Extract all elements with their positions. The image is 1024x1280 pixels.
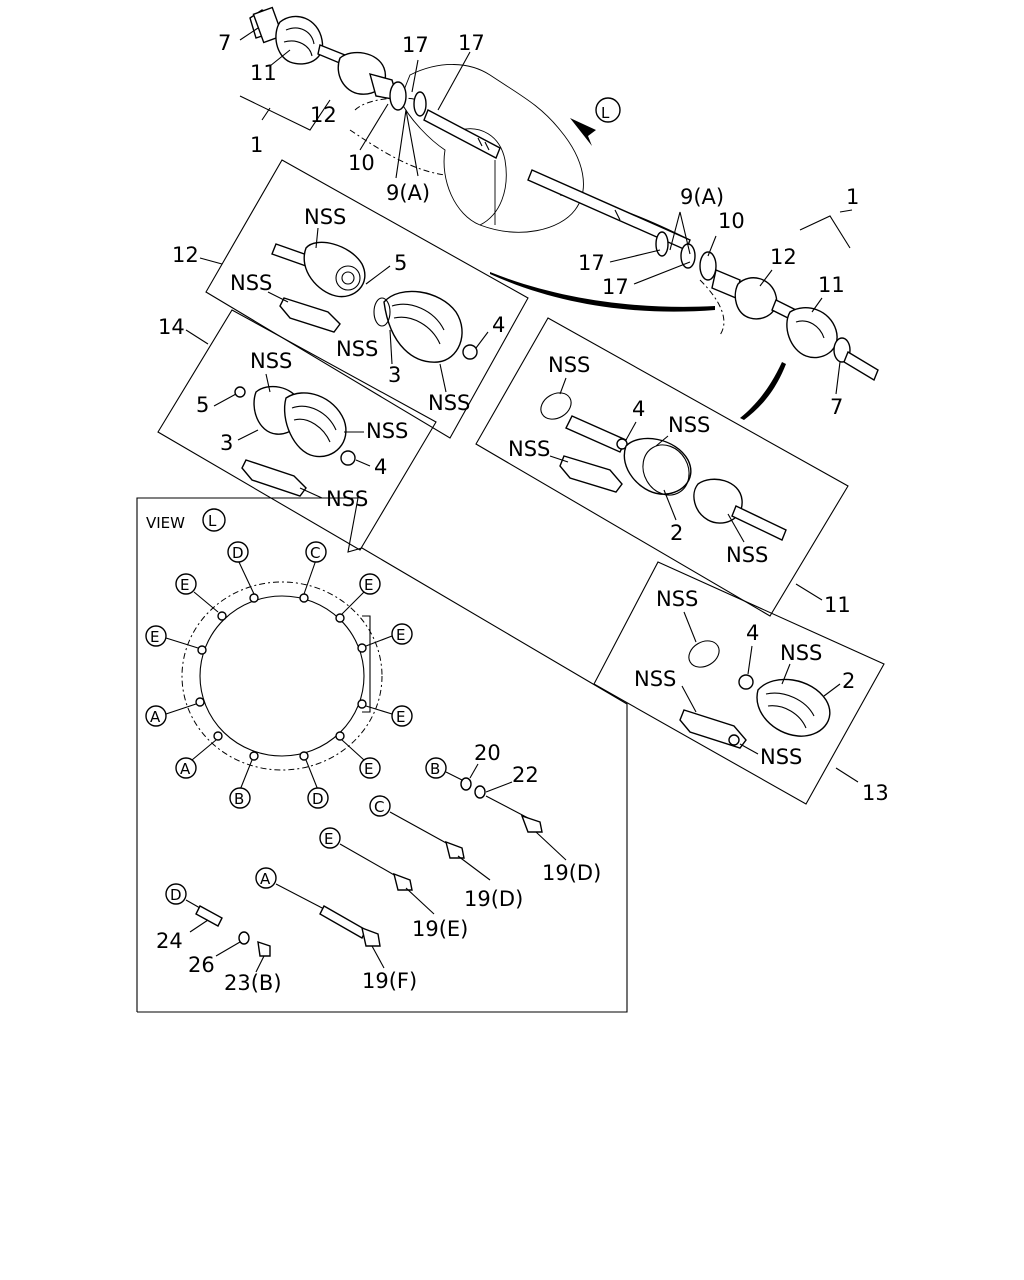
box-13: NSS 4 NSS 2 NSS NSS 13 (593, 561, 889, 805)
view-callout-d-1: D (232, 544, 244, 562)
box-12-nss-3: NSS (336, 337, 378, 361)
box-11-label: 11 (824, 593, 851, 617)
box-13-nss-4: NSS (760, 745, 802, 769)
view-callout-b-1: B (234, 790, 244, 808)
fastener-callout-a: A (260, 870, 271, 888)
view-callout-e-4: E (396, 626, 405, 644)
box-11-part-4: 4 (632, 397, 645, 421)
box-14-nss-1: NSS (250, 349, 292, 373)
box-12-nss-1: NSS (304, 205, 346, 229)
label-1-top: 1 (250, 133, 263, 157)
view-callout-e-5: E (396, 708, 405, 726)
fastener-callout-c: C (374, 798, 384, 816)
box-11-nss-2: NSS (668, 413, 710, 437)
fastener-callout-e: E (324, 830, 333, 848)
label-11-top: 11 (250, 61, 277, 85)
label-17-d: 17 (602, 275, 629, 299)
part-26: 26 (188, 953, 215, 977)
box-12-label: 12 (172, 243, 199, 267)
right-callouts: 9(A) 1 10 17 17 12 11 7 (578, 185, 859, 419)
part-22: 22 (512, 763, 539, 787)
label-10-top: 10 (348, 151, 375, 175)
box-11: NSS 4 NSS NSS 2 NSS 11 (475, 317, 851, 617)
view-callout-e-1: E (180, 576, 189, 594)
view-callout-d-2: D (312, 790, 324, 808)
view-letter: L (208, 512, 217, 530)
label-9a-right: 9(A) (680, 185, 724, 209)
part-19d-2: 19(D) (464, 887, 523, 911)
label-12-right: 12 (770, 245, 797, 269)
box-11-part-2: 2 (670, 521, 683, 545)
label-10-right: 10 (718, 209, 745, 233)
view-title: VIEW (146, 514, 185, 532)
box-12-nss-4: NSS (428, 391, 470, 415)
view-l-panel: VIEW L D C E E E (136, 497, 628, 1013)
box-12: 12 NSS 5 NSS NSS 3 4 NSS (172, 159, 529, 439)
box-13-nss-2: NSS (780, 641, 822, 665)
box-14-part-5: 5 (196, 393, 209, 417)
box-11-nss-4: NSS (726, 543, 768, 567)
top-callouts: 7 11 12 1 17 17 10 9(A) (218, 27, 485, 205)
box-14-part-3: 3 (220, 431, 233, 455)
box-12-part-4: 4 (492, 313, 505, 337)
label-17-a: 17 (402, 33, 429, 57)
box-11-nss-1: NSS (548, 353, 590, 377)
label-17-c: 17 (578, 251, 605, 275)
label-1-right: 1 (846, 185, 859, 209)
view-callout-e-6: E (364, 760, 373, 778)
connector-wedge-left (490, 272, 715, 312)
part-24: 24 (156, 929, 183, 953)
view-callout-a-2: A (180, 760, 191, 778)
box-11-nss-3: NSS (508, 437, 550, 461)
view-callout-c-1: C (310, 544, 320, 562)
view-arrow-letter: L (601, 104, 610, 122)
box-13-label: 13 (862, 781, 889, 805)
view-callout-e-3: E (150, 628, 159, 646)
label-12-top: 12 (310, 103, 337, 127)
fastener-callout-d: D (170, 886, 182, 904)
label-7-right: 7 (830, 395, 843, 419)
part-23b: 23(B) (224, 971, 282, 995)
box-14-part-4: 4 (374, 455, 387, 479)
view-l-arrow: L (570, 97, 621, 146)
box-14-nss-2: NSS (366, 419, 408, 443)
label-9a-top: 9(A) (386, 181, 430, 205)
box-14: 14 NSS 5 3 NSS 4 NSS (157, 309, 437, 551)
label-7-top: 7 (218, 31, 231, 55)
label-17-b: 17 (458, 31, 485, 55)
fasteners: B 20 22 19(D) C 19(D) E 19(E) A 19(F) (156, 741, 601, 995)
box-14-label: 14 (158, 315, 185, 339)
box-12-part-5: 5 (394, 251, 407, 275)
box-13-nss-3: NSS (634, 667, 676, 691)
part-20: 20 (474, 741, 501, 765)
view-callout-a-1: A (150, 708, 161, 726)
part-19f: 19(F) (362, 969, 417, 993)
box-13-part-2: 2 (842, 669, 855, 693)
box-13-nss-1: NSS (656, 587, 698, 611)
connector-wedge-right (740, 362, 786, 420)
part-19e: 19(E) (412, 917, 468, 941)
label-11-right: 11 (818, 273, 845, 297)
part-19d-1: 19(D) (542, 861, 601, 885)
fastener-callout-b: B (430, 760, 440, 778)
box-14-nss-3: NSS (326, 487, 368, 511)
box-12-part-3: 3 (388, 363, 401, 387)
view-callout-e-2: E (364, 576, 373, 594)
right-axle-shaft (527, 169, 879, 382)
box-13-part-4: 4 (746, 621, 759, 645)
box-12-nss-2: NSS (230, 271, 272, 295)
